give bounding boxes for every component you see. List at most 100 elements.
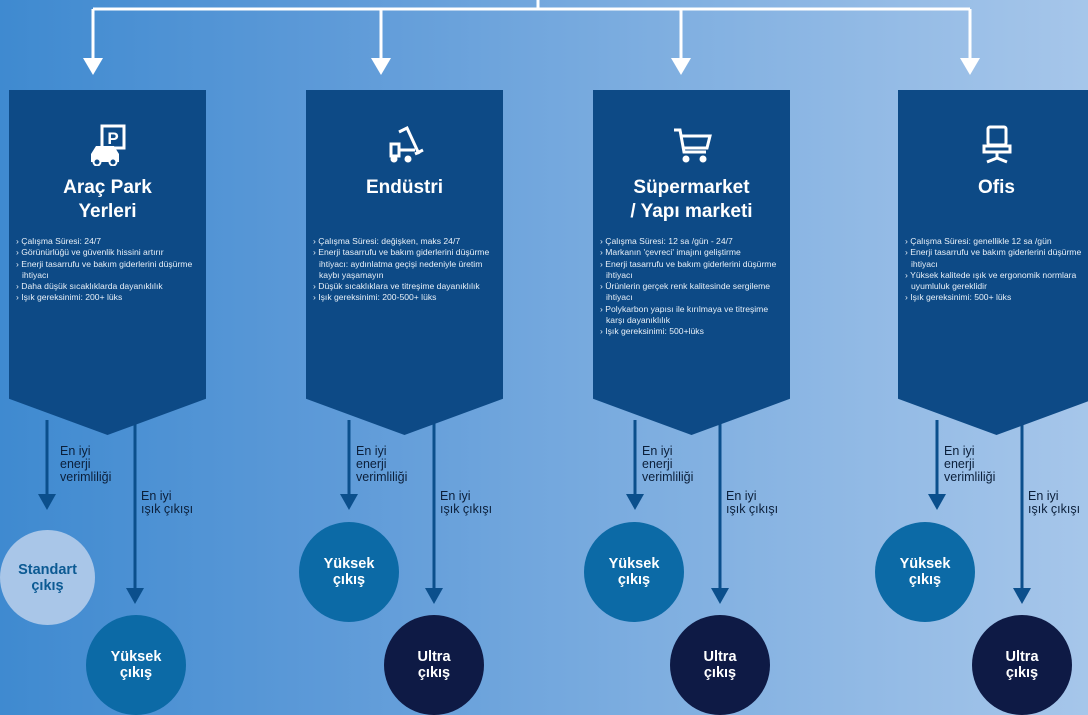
light-output-arrow-endustri [425,420,443,604]
light-output-arrow-arac-park-head [126,588,144,604]
output-circle-line: Ultra [1005,649,1039,665]
requirement-text: Ürünlerin gerçek renk kalitesinde sergil… [605,281,771,303]
connector-arrowhead-2 [371,58,391,75]
efficiency-label-line: verimliliği [642,470,694,484]
efficiency-label-line: En iyi [642,444,673,458]
requirement-item: › Görünürlüğü ve güvenlik hissini artırı… [16,247,198,258]
requirement-item: › Markanın 'çevreci' imajını geliştirme [600,247,782,258]
light-output-label-line: En iyi [726,489,757,503]
requirement-text: Daha düşük sıcaklıklarda dayanıklılık [21,281,163,292]
requirement-item: › Yüksek kalitede ışık ve ergonomik norm… [905,270,1087,293]
bullet-chevron: › [16,247,22,258]
requirement-text: Işık gereksinimi: 500+ lüks [910,292,1012,303]
shopping-cart-icon [672,124,712,166]
category-card-supermarket: Süpermarket/ Yapı marketi › Çalışma Süres… [593,90,790,435]
efficiency-arrow-supermarket-head [626,494,644,510]
output-circle-line: Ultra [703,649,737,665]
bullet-chevron: › [905,247,911,258]
requirement-item: › Çalışma Süresi: 24/7 [16,236,198,247]
requirement-text: Çalışma Süresi: 12 sa /gün - 24/7 [605,236,733,246]
light-output-label-line: ışık çıkışı [1028,502,1081,516]
light-output-arrow-arac-park [126,420,144,604]
light-output-label-line: En iyi [1028,489,1059,503]
requirement-text: Markanın 'çevreci' imajını geliştirme [605,247,741,258]
category-card-ofis: Ofis› Çalışma Süresi: genellikle 12 sa /… [898,90,1088,435]
category-card-endustri: Endüstri › Çalışma Süresi: değişken, maks… [306,90,503,435]
requirement-text: Enerji tasarrufu ve bakım giderlerini dü… [605,258,777,280]
bullet-chevron: › [905,292,911,303]
connector-arrowhead-4 [960,58,980,75]
category-title: Endüstri [314,176,495,200]
light-output-arrow-supermarket-head [711,588,729,604]
connector-arrowhead-1 [83,58,103,75]
category-title-line2: Yerleri [78,201,137,222]
requirements-list: › Çalışma Süresi: değişken, maks 24/7› E… [313,236,495,304]
bullet-chevron: › [600,303,606,314]
efficiency-label-line: En iyi [60,444,91,458]
forklift-icon [385,124,425,166]
requirement-item: › Çalışma Süresi: değişken, maks 24/7 [313,236,495,247]
connector-group [91,0,972,60]
efficiency-label-line: En iyi [944,444,975,458]
requirement-item: › Çalışma Süresi: 12 sa /gün - 24/7 [600,236,782,247]
category-title: Süpermarket/ Yapı marketi [601,176,782,224]
requirement-item: › Daha düşük sıcaklıklarda dayanıklılık [16,281,198,292]
efficiency-label-line: verimliliği [60,470,112,484]
svg-text:P: P [107,129,118,148]
requirement-item: › Enerji tasarrufu ve bakım giderlerini … [600,259,782,282]
output-circle-line: çıkış [1005,665,1039,681]
output-circle-line: çıkış [703,665,737,681]
efficiency-label-line: enerji [944,457,975,471]
requirement-item: › Işık gereksinimi: 200-500+ lüks [313,292,495,303]
output-circle-line: çıkış [31,577,64,594]
output-circle-line: Yüksek [608,556,660,572]
bullet-chevron: › [600,258,606,269]
requirement-text: Işık gereksinimi: 500+lüks [605,326,704,337]
light-output-label-line: ışık çıkışı [440,502,493,516]
requirement-item: › Polykarbon yapısı ile kırılmaya ve tit… [600,304,782,327]
efficiency-label-line: enerji [356,457,387,471]
light-output-arrow-ofis-head [1013,588,1031,604]
efficiency-arrow-arac-park [38,420,56,510]
requirements-list: › Çalışma Süresi: genellikle 12 sa /gün›… [905,236,1087,304]
requirement-item: › Enerji tasarrufu ve bakım giderlerini … [16,259,198,282]
efficiency-arrow-endustri-head [340,494,358,510]
parking-car-icon: P [88,124,128,167]
output-circle-line: Yüksek [323,556,375,572]
output-circle-line: çıkış [119,665,153,681]
output-circle-line: Yüksek [110,649,162,665]
requirement-text: Işık gereksinimi: 200-500+ lüks [318,292,437,303]
category-title-line1: Araç Park [63,177,152,198]
output-circle-line: Ultra [417,649,451,665]
requirement-text: Polykarbon yapısı ile kırılmaya ve titre… [605,303,769,326]
efficiency-arrow-supermarket [626,420,644,510]
requirement-item: › Düşük sıcaklıklara ve titreşime dayanı… [313,281,495,292]
bullet-chevron: › [600,236,606,246]
efficiency-label-line: verimliliği [944,470,996,484]
efficiency-arrow-arac-park-head [38,494,56,510]
requirement-text: Düşük sıcaklıklara ve titreşime dayanıkl… [318,281,480,292]
light-output-label-line: ışık çıkışı [141,502,194,516]
light-output-arrow-ofis [1013,420,1031,604]
efficiency-arrow-ofis-head [928,494,946,510]
efficiency-label-line: verimliliği [356,470,408,484]
